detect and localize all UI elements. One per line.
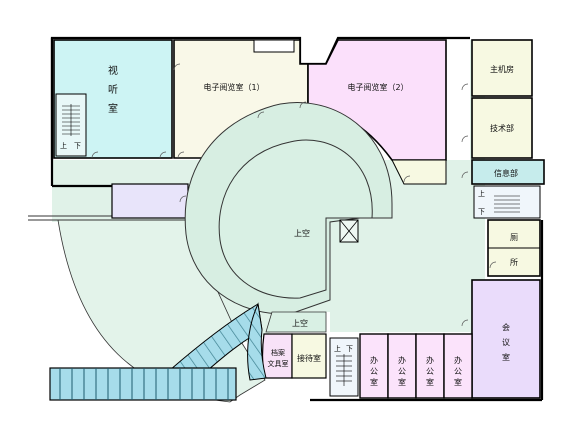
server-room-label: 主机房 (490, 64, 514, 74)
reception-label: 接待室 (297, 353, 321, 363)
meeting-room-label-2: 议 (502, 338, 510, 347)
office-1-label-2: 公 (370, 367, 378, 376)
office-3-label-2: 公 (426, 367, 434, 376)
south-stairs (329, 337, 359, 397)
office-2[interactable] (387, 333, 417, 399)
info-dept[interactable] (471, 159, 545, 185)
server-room[interactable] (471, 39, 533, 97)
office-1-label-1: 办 (370, 355, 378, 365)
office-2-label-1: 办 (398, 355, 406, 365)
archive-label-1: 档案 (271, 348, 285, 357)
right-stairs (473, 185, 541, 219)
office-3-label-1: 办 (426, 355, 434, 365)
office-2-label-2: 公 (398, 367, 406, 376)
office-2-label-3: 室 (398, 377, 406, 387)
av-room-stairs (55, 93, 87, 157)
restroom-label-1: 厕 (510, 233, 518, 242)
small-atrium-label: 上空 (292, 318, 308, 328)
meeting-room[interactable] (471, 279, 541, 399)
tech-dept-label: 技术部 (490, 123, 514, 133)
atrium-void[interactable] (218, 139, 373, 299)
office-3-label-3: 室 (426, 377, 434, 387)
meeting-room-label-3: 室 (502, 352, 510, 362)
south-stair-up-label: 上 (334, 344, 341, 353)
meeting-room-label-1: 会 (502, 322, 510, 332)
elevator-icon (339, 219, 359, 243)
small-atrium[interactable] (265, 311, 327, 333)
curved-ramp-outer (247, 302, 267, 381)
info-dept-label: 信息部 (494, 168, 518, 178)
archive-label-2: 文具室 (268, 359, 289, 368)
reception[interactable] (291, 333, 327, 379)
corridor-floor-left (52, 160, 172, 184)
west-side-room[interactable] (111, 183, 189, 219)
office-4-label-1: 办 (454, 355, 462, 365)
av-room-label-2: 听 (108, 84, 118, 96)
entrance-steps (49, 367, 237, 401)
office-1[interactable] (359, 333, 389, 399)
right-stair-down-label: 下 (478, 208, 485, 216)
door-icons (91, 63, 497, 327)
stair-down-label: 下 (74, 142, 81, 150)
south-stair-down-label: 下 (346, 345, 353, 353)
office-4-label-2: 公 (454, 367, 462, 376)
atrium-label: 上空 (294, 228, 310, 238)
tech-dept[interactable] (471, 97, 533, 159)
office-3[interactable] (415, 333, 445, 399)
right-stair-up-label: 上 (478, 189, 485, 198)
reading-room-1-label: 电子阅览室（1） (203, 82, 264, 92)
office-4[interactable] (443, 333, 473, 399)
stair-up-label: 上 (60, 141, 67, 150)
reading-room-1-stair-notch (253, 39, 295, 53)
office-1-label-3: 室 (370, 377, 378, 387)
office-4-label-3: 室 (454, 377, 462, 387)
av-room-label-3: 室 (108, 102, 118, 115)
restroom-label-2: 所 (510, 257, 518, 267)
reading-room-2-label: 电子阅览室（2） (347, 82, 408, 92)
av-room-label-1: 视 (108, 64, 118, 77)
